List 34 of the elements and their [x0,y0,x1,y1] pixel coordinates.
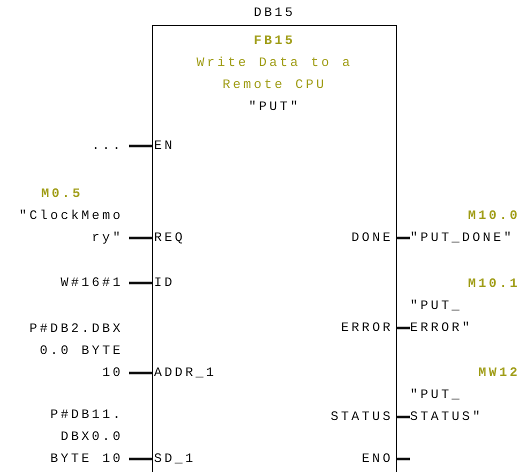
connection-line [396,236,410,240]
pin-label: ENO [362,448,396,470]
pin-label: STATUS [330,406,396,428]
operand-value: ... [90,137,123,155]
connection-line [396,326,410,330]
pin-label: REQ [153,227,186,249]
pin-label: ID [153,272,175,294]
operand-value: P#DB2.DBX 0.0 BYTE 10 [28,320,123,382]
pin-label: DONE [351,227,396,249]
connection-line [129,236,153,240]
pin-label: EN [153,135,175,157]
pin-label: SD_1 [153,448,196,470]
operand-value: "PUT_ ERROR" [410,297,474,337]
operand-address: MW12 [477,364,520,382]
operand-address: M0.5 [40,185,84,203]
operand-address: M10.0 [466,207,520,225]
block-number: FB15 [254,32,296,50]
connection-line [396,416,410,418]
operand-value: "PUT_ STATUS" [410,386,484,426]
pin-label: ADDR_1 [153,362,216,384]
connection-line [129,372,153,374]
pin-label: ERROR [340,317,396,339]
connection-line [129,282,153,284]
connection-line [396,458,410,460]
connection-line [129,144,153,148]
operand-value: "ClockMemo ry" [18,207,123,247]
connection-line [129,458,153,460]
operand-value: W#16#1 [60,274,123,292]
operand-value: P#DB11. DBX0.0 BYTE 10 [49,406,123,468]
block-symbol: "PUT" [248,98,300,116]
block-description: Write Data to a Remote CPU [195,54,354,94]
operand-value: "PUT_DONE" [410,229,516,247]
operand-address: M10.1 [466,275,520,293]
instance-data-block-label: DB15 [254,4,296,22]
